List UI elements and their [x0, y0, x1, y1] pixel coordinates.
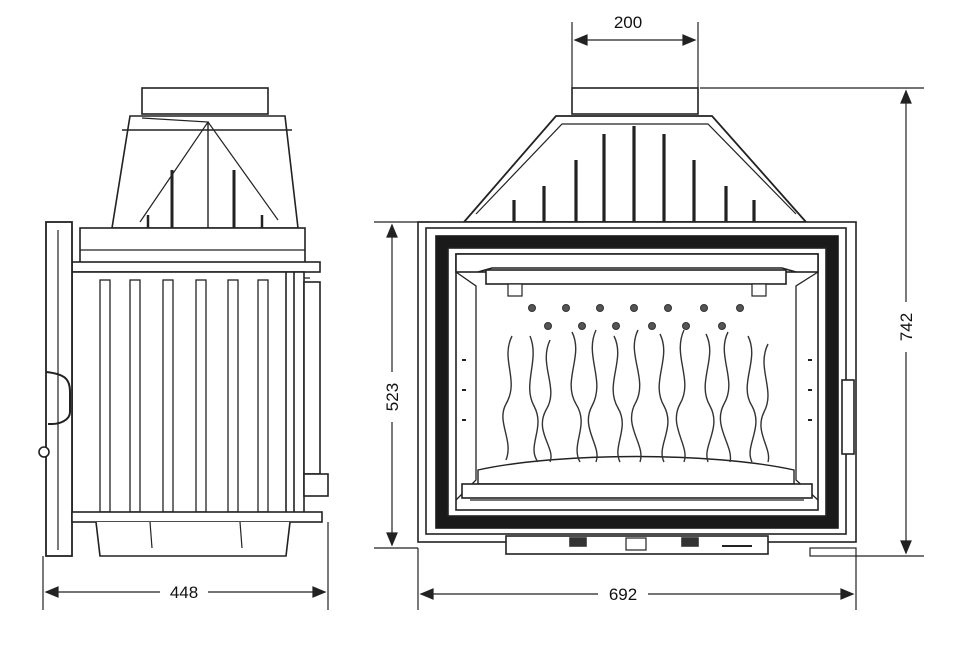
flue-width-dimension	[571, 22, 699, 88]
total-height-label: 742	[897, 313, 916, 341]
front-flame-lines	[502, 329, 770, 463]
side-base	[71, 511, 323, 523]
front-width-dimension	[417, 548, 857, 610]
front-hood-rods	[512, 126, 756, 222]
side-width-label: 448	[170, 583, 198, 602]
side-flue-collar	[141, 87, 269, 115]
front-view	[417, 87, 857, 557]
side-top-plate	[71, 261, 321, 273]
front-air-holes	[528, 304, 744, 330]
front-flue-collar	[571, 87, 699, 115]
side-door	[45, 221, 73, 557]
side-view	[38, 87, 329, 557]
side-hood	[111, 115, 299, 229]
side-door-handle	[45, 371, 71, 425]
front-width-label: 692	[609, 585, 637, 604]
side-body	[71, 271, 305, 517]
front-grate	[477, 455, 795, 485]
body-height-label: 523	[383, 383, 402, 411]
body-height-dimension	[374, 221, 430, 549]
side-width-dimension	[42, 522, 329, 610]
total-height-dimension	[700, 87, 924, 557]
flue-width-label: 200	[614, 13, 642, 32]
